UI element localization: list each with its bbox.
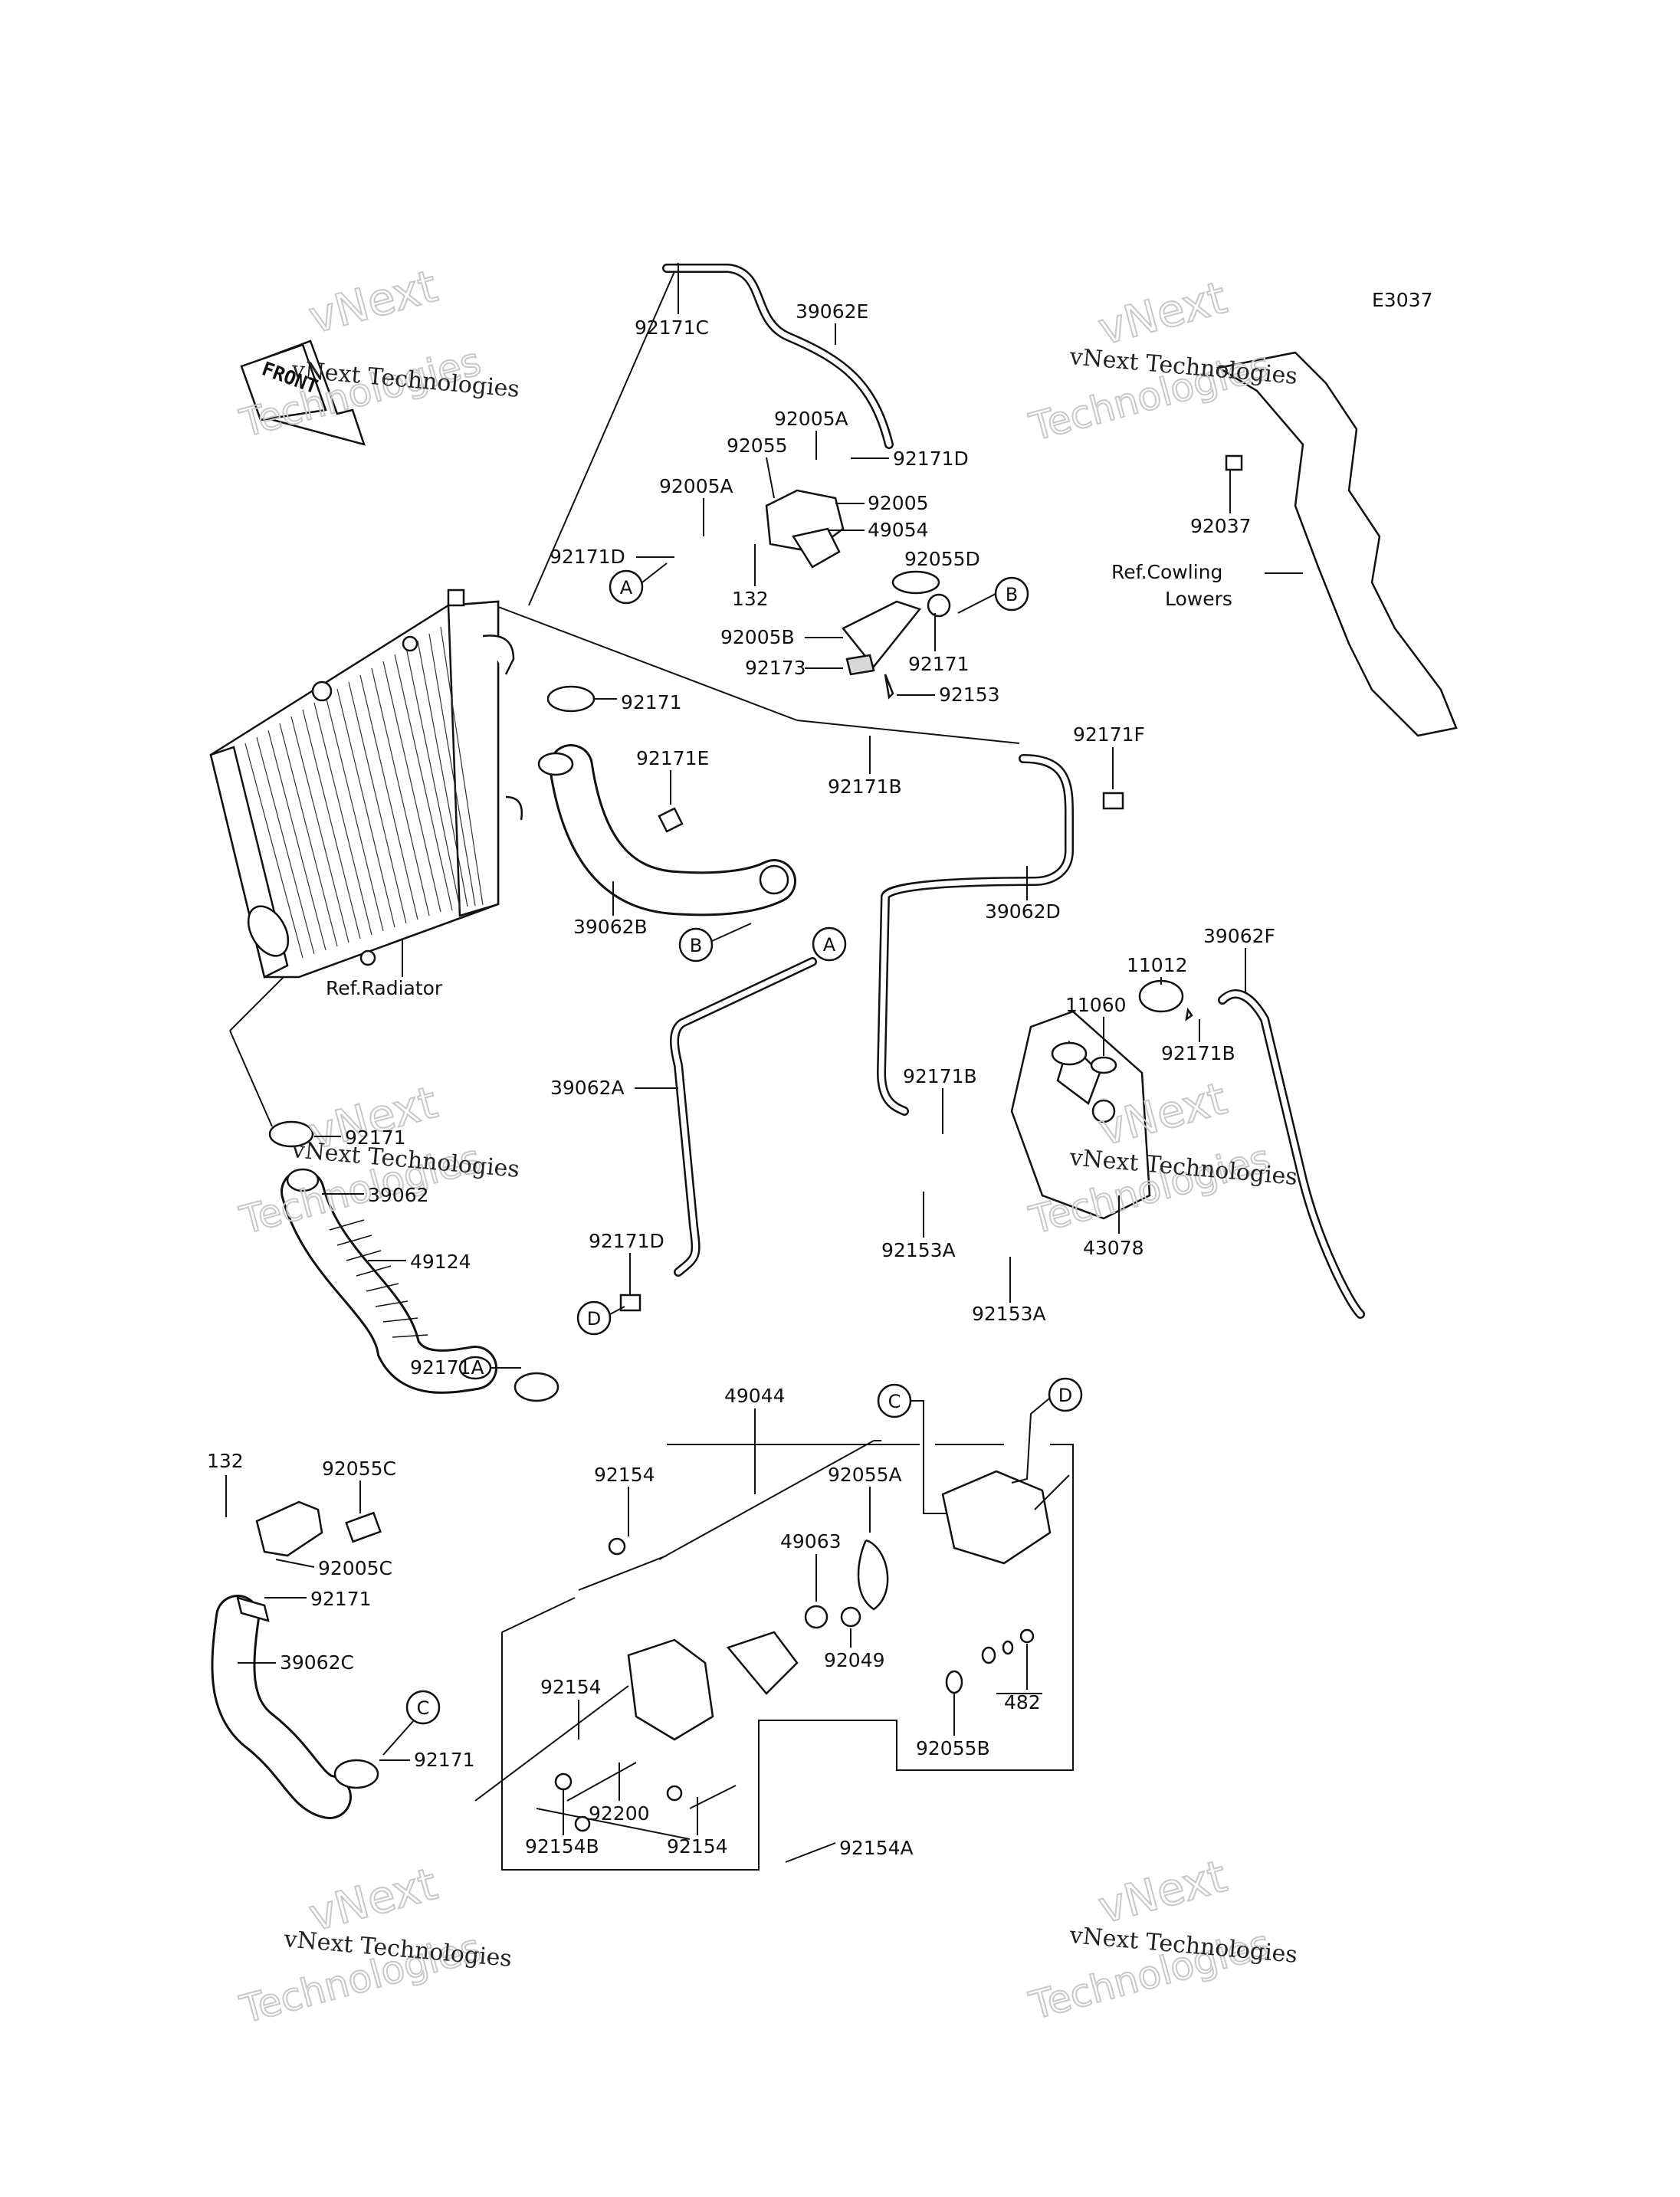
svg-text:A: A: [620, 577, 633, 598]
part-label: 39062E: [796, 300, 868, 323]
callouts: A B B A D C D: [382, 562, 1083, 1756]
part-label: 92037: [1190, 515, 1252, 537]
part-label: 132: [732, 588, 769, 610]
part-label: 92153A: [972, 1303, 1046, 1325]
part-labels: E3037 92171C 39062E 92005A 92055 92171D …: [207, 264, 1432, 1859]
part-label: 11060: [1065, 994, 1127, 1016]
ref-cowling-lowers: Lowers: [1165, 588, 1232, 610]
part-label: 39062: [368, 1184, 429, 1206]
svg-text:D: D: [1058, 1385, 1072, 1406]
svg-text:B: B: [690, 935, 702, 956]
part-label: 92153A: [881, 1239, 956, 1261]
part-label: 92200: [589, 1802, 650, 1825]
callout-b: B: [678, 927, 714, 962]
part-label: 92154: [667, 1835, 728, 1858]
part-label: 49044: [724, 1385, 786, 1407]
part-label: 132: [207, 1450, 244, 1472]
watermark-vnext: vNext: [1093, 1850, 1232, 1934]
svg-text:A: A: [823, 934, 836, 956]
front-arrow: [240, 339, 366, 446]
part-label: 92171D: [589, 1230, 664, 1252]
ref-radiator: Ref.Radiator: [326, 977, 443, 999]
part-label: 49054: [868, 519, 929, 541]
callout-d: D: [576, 1300, 612, 1336]
part-label: 92154B: [525, 1835, 599, 1858]
part-label: 92049: [824, 1649, 885, 1671]
part-label: 92005A: [774, 408, 848, 430]
part-label: 92055A: [828, 1464, 902, 1486]
part-label: 92171D: [893, 448, 969, 470]
part-label: 92171B: [1161, 1042, 1235, 1064]
part-label: 49124: [410, 1251, 471, 1273]
diagram-code: E3037: [1372, 289, 1432, 311]
part-label: 92171: [414, 1749, 475, 1771]
part-label: 39062F: [1203, 925, 1275, 947]
part-label: 92055D: [904, 548, 980, 570]
part-label: 49063: [780, 1530, 842, 1553]
callout-a: A: [812, 926, 847, 962]
part-label: 92171D: [550, 546, 625, 568]
part-label: 92171C: [635, 316, 709, 339]
svg-text:B: B: [1006, 584, 1018, 605]
part-label: 92005C: [318, 1557, 392, 1579]
svg-text:C: C: [417, 1697, 430, 1719]
part-label: 39062D: [985, 900, 1061, 923]
part-label: 92171: [621, 691, 682, 713]
radiator-drawing: [209, 589, 523, 979]
part-label: 92173: [745, 657, 806, 679]
watermark-vnext: vNext: [1093, 271, 1232, 356]
part-label: 92171E: [636, 747, 709, 769]
part-label: 92171: [908, 653, 970, 675]
part-label: 92171F: [1073, 723, 1145, 746]
part-label: 11012: [1127, 954, 1188, 976]
part-label: 92055: [727, 434, 788, 457]
svg-text:D: D: [587, 1308, 601, 1330]
svg-text:C: C: [888, 1391, 901, 1412]
part-label: 482: [1004, 1691, 1041, 1713]
watermark-vnext: vNext: [304, 260, 442, 344]
part-label: 92154: [540, 1676, 602, 1698]
callout-c: C: [877, 1383, 912, 1418]
part-label: 39062B: [573, 916, 648, 938]
part-label: 92055B: [916, 1737, 990, 1759]
callout-b: B: [994, 576, 1029, 612]
part-label: 92171: [345, 1126, 406, 1149]
part-label: 92154: [594, 1464, 655, 1486]
part-label: 92005: [868, 492, 929, 514]
part-label: 39062A: [550, 1077, 625, 1099]
part-label: 92005A: [659, 475, 733, 497]
callout-c: C: [405, 1690, 441, 1725]
callout-a: A: [609, 569, 644, 605]
drawing-lines: [209, 262, 1458, 1871]
part-label: 43078: [1083, 1237, 1144, 1259]
ref-cowling: Ref.Cowling: [1111, 561, 1222, 583]
part-label: 92153: [939, 684, 1000, 706]
part-label: 92154A: [839, 1837, 914, 1859]
part-label: 92171: [310, 1588, 372, 1610]
part-label: 92005B: [720, 626, 795, 648]
part-label: 39062C: [280, 1651, 354, 1674]
part-label: 92171A: [410, 1356, 484, 1379]
callout-d: D: [1048, 1377, 1083, 1412]
part-label: 92171B: [903, 1065, 977, 1087]
part-label: 92055C: [322, 1458, 396, 1480]
part-label: 92171B: [828, 776, 902, 798]
